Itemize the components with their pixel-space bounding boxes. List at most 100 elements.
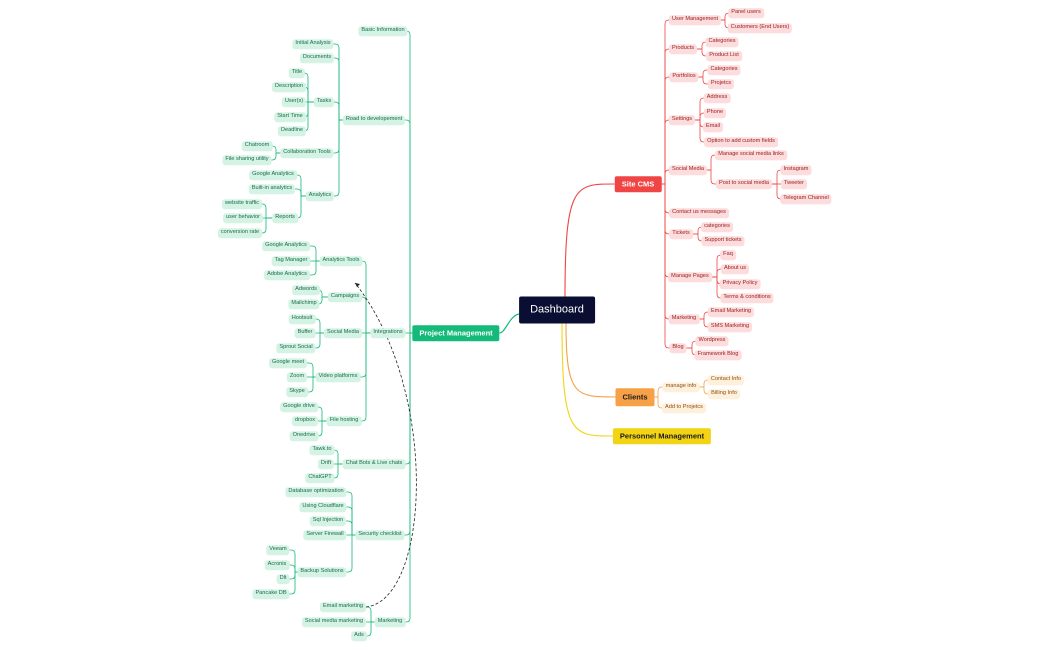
leaf-cp0[interactable]: Adwords bbox=[292, 285, 320, 295]
leaf-sm1[interactable]: Buffer bbox=[294, 328, 316, 338]
leaf-docs[interactable]: Documents bbox=[299, 53, 335, 63]
leaf-st3[interactable]: Option to add custom fields bbox=[704, 137, 778, 147]
node-so[interactable]: Social Media bbox=[668, 165, 708, 175]
leaf-mi0[interactable]: Contact Info bbox=[707, 375, 745, 385]
leaf-sc0[interactable]: Database optimization bbox=[285, 487, 347, 497]
node-sec[interactable]: Security checklist bbox=[355, 530, 405, 540]
leaf-st0[interactable]: Address bbox=[703, 93, 731, 103]
leaf-at1[interactable]: Tag Manager bbox=[271, 256, 311, 266]
leaf-bi[interactable]: Built-in analytics bbox=[248, 184, 296, 194]
leaf-c1[interactable]: File sharing utility bbox=[222, 155, 272, 165]
leaf-st1[interactable]: Phone bbox=[703, 108, 727, 118]
node-camp[interactable]: Campaigns bbox=[327, 292, 363, 302]
node-fh[interactable]: File hosting bbox=[326, 416, 362, 426]
leaf-tk1[interactable]: Support tickets bbox=[701, 236, 745, 246]
leaf-fh0[interactable]: Google drive bbox=[280, 402, 318, 412]
node-sm[interactable]: Social Media bbox=[323, 328, 363, 338]
leaf-mp2[interactable]: Privacy Policy bbox=[719, 279, 761, 289]
leaf-r2[interactable]: conversion rate bbox=[217, 228, 263, 238]
leaf-cb2[interactable]: ChatGPT bbox=[305, 473, 335, 483]
leaf-sm0[interactable]: Hootsuit bbox=[288, 314, 316, 324]
leaf-fh1[interactable]: dropbox bbox=[291, 416, 319, 426]
leaf-cb1[interactable]: Drift bbox=[317, 459, 335, 469]
leaf-pt1[interactable]: Tweeter bbox=[781, 179, 807, 189]
node-tasks[interactable]: Tasks bbox=[313, 97, 335, 107]
node-bk[interactable]: Backup Solutions bbox=[297, 567, 347, 577]
leaf-t4[interactable]: Deadline bbox=[277, 126, 307, 136]
leaf-mk2[interactable]: Ads bbox=[351, 631, 367, 641]
leaf-st2[interactable]: Email bbox=[703, 122, 723, 132]
leaf-pf1[interactable]: Projetcs bbox=[707, 79, 735, 89]
leaf-mk0[interactable]: Email marketing bbox=[319, 602, 367, 612]
node-at[interactable]: Analytics Tools bbox=[319, 256, 363, 266]
leaf-pt0[interactable]: Instagram bbox=[780, 165, 812, 175]
leaf-bk3[interactable]: Pancake DB bbox=[252, 589, 290, 599]
node-pf[interactable]: Portfolios bbox=[669, 72, 699, 82]
node-collab[interactable]: Collaboration Tools bbox=[280, 148, 334, 158]
node-um[interactable]: User Management bbox=[668, 15, 722, 25]
leaf-um0[interactable]: Panel users bbox=[728, 8, 764, 18]
leaf-vp2[interactable]: Skype bbox=[286, 387, 308, 397]
leaf-bk1[interactable]: Acronis bbox=[264, 560, 290, 570]
branch-pm[interactable]: Project Management bbox=[412, 325, 500, 341]
leaf-bl0[interactable]: Wordpress bbox=[695, 336, 729, 346]
leaf-ga[interactable]: Google Analytics bbox=[249, 170, 297, 180]
leaf-sm2[interactable]: Sprout Social bbox=[276, 343, 316, 353]
branch-site[interactable]: Site CMS bbox=[614, 176, 662, 192]
leaf-pf0[interactable]: Categories bbox=[707, 65, 741, 75]
node-bl[interactable]: Blog bbox=[669, 343, 687, 353]
leaf-t0[interactable]: Title bbox=[288, 68, 306, 78]
node-basic[interactable]: Basic Information bbox=[358, 26, 408, 36]
leaf-r1[interactable]: user behavior bbox=[223, 213, 263, 223]
leaf-at0[interactable]: Google Analytics bbox=[262, 241, 310, 251]
leaf-ia[interactable]: Initial Analysis bbox=[292, 39, 334, 49]
leaf-mp0[interactable]: Faq bbox=[720, 250, 736, 260]
leaf-bk2[interactable]: Dlt bbox=[276, 574, 290, 584]
leaf-sc2[interactable]: Sql Injection bbox=[309, 516, 347, 526]
leaf-smk0[interactable]: Email Marketing bbox=[707, 307, 755, 317]
leaf-tk0[interactable]: categories bbox=[701, 222, 733, 232]
node-st[interactable]: Settings bbox=[668, 115, 696, 125]
node-vp[interactable]: Video platforms bbox=[315, 372, 361, 382]
leaf-fh2[interactable]: Onedrive bbox=[289, 431, 319, 441]
leaf-bk0[interactable]: Veeam bbox=[266, 545, 290, 555]
leaf-vp0[interactable]: Google meet bbox=[268, 358, 308, 368]
node-mi[interactable]: manage info bbox=[662, 382, 700, 392]
leaf-ct[interactable]: Contact us messages bbox=[669, 208, 729, 218]
leaf-cp1[interactable]: Mailchimp bbox=[288, 299, 320, 309]
node-integ[interactable]: Integrations bbox=[370, 328, 406, 338]
node-an[interactable]: Analytics bbox=[305, 191, 335, 201]
node-pr[interactable]: Products bbox=[668, 44, 698, 54]
leaf-pr1[interactable]: Product List bbox=[706, 51, 742, 61]
leaf-pr0[interactable]: Categories bbox=[705, 37, 739, 47]
leaf-mp1[interactable]: About us bbox=[720, 264, 750, 274]
leaf-mk1[interactable]: Social media marketing bbox=[301, 617, 367, 627]
leaf-vp1[interactable]: Zoom bbox=[286, 372, 308, 382]
leaf-ap[interactable]: Add to Projetcs bbox=[662, 403, 706, 413]
node-mk[interactable]: Marketing bbox=[374, 617, 406, 627]
leaf-sc3[interactable]: Server Firewall bbox=[303, 530, 347, 540]
leaf-r0[interactable]: website traffic bbox=[221, 199, 263, 209]
leaf-bl1[interactable]: Framework Blog bbox=[694, 350, 742, 360]
node-mp[interactable]: Manage Pages bbox=[668, 272, 712, 282]
leaf-um1[interactable]: Customers (End Users) bbox=[727, 23, 793, 33]
leaf-t1[interactable]: Description bbox=[272, 82, 306, 92]
branch-pe[interactable]: Personnel Management bbox=[612, 428, 712, 444]
node-smk[interactable]: Marketing bbox=[668, 314, 700, 324]
node-road[interactable]: Road to developement bbox=[342, 115, 406, 125]
leaf-cb0[interactable]: Tawk.to bbox=[309, 445, 335, 455]
root-node[interactable]: Dashboard bbox=[519, 296, 595, 324]
leaf-at2[interactable]: Adobe Analytics bbox=[264, 270, 310, 280]
node-tk[interactable]: Tickets bbox=[669, 229, 693, 239]
leaf-sc1[interactable]: Using Cloudflare bbox=[299, 502, 347, 512]
leaf-pt2[interactable]: Telegram Channel bbox=[780, 194, 832, 204]
leaf-mp3[interactable]: Terms & conditions bbox=[720, 293, 774, 303]
node-pt[interactable]: Post to social media bbox=[715, 179, 773, 189]
leaf-c0[interactable]: Chatroom bbox=[241, 141, 273, 151]
leaf-t3[interactable]: Start Time bbox=[274, 112, 306, 122]
node-cb[interactable]: Chat Bots & Live chats bbox=[342, 459, 406, 469]
leaf-mi1[interactable]: Billing Info bbox=[708, 389, 740, 399]
branch-cl[interactable]: Clients bbox=[615, 388, 655, 406]
node-rep[interactable]: Reports bbox=[272, 213, 298, 223]
leaf-so0[interactable]: Manage social media links bbox=[715, 150, 787, 160]
